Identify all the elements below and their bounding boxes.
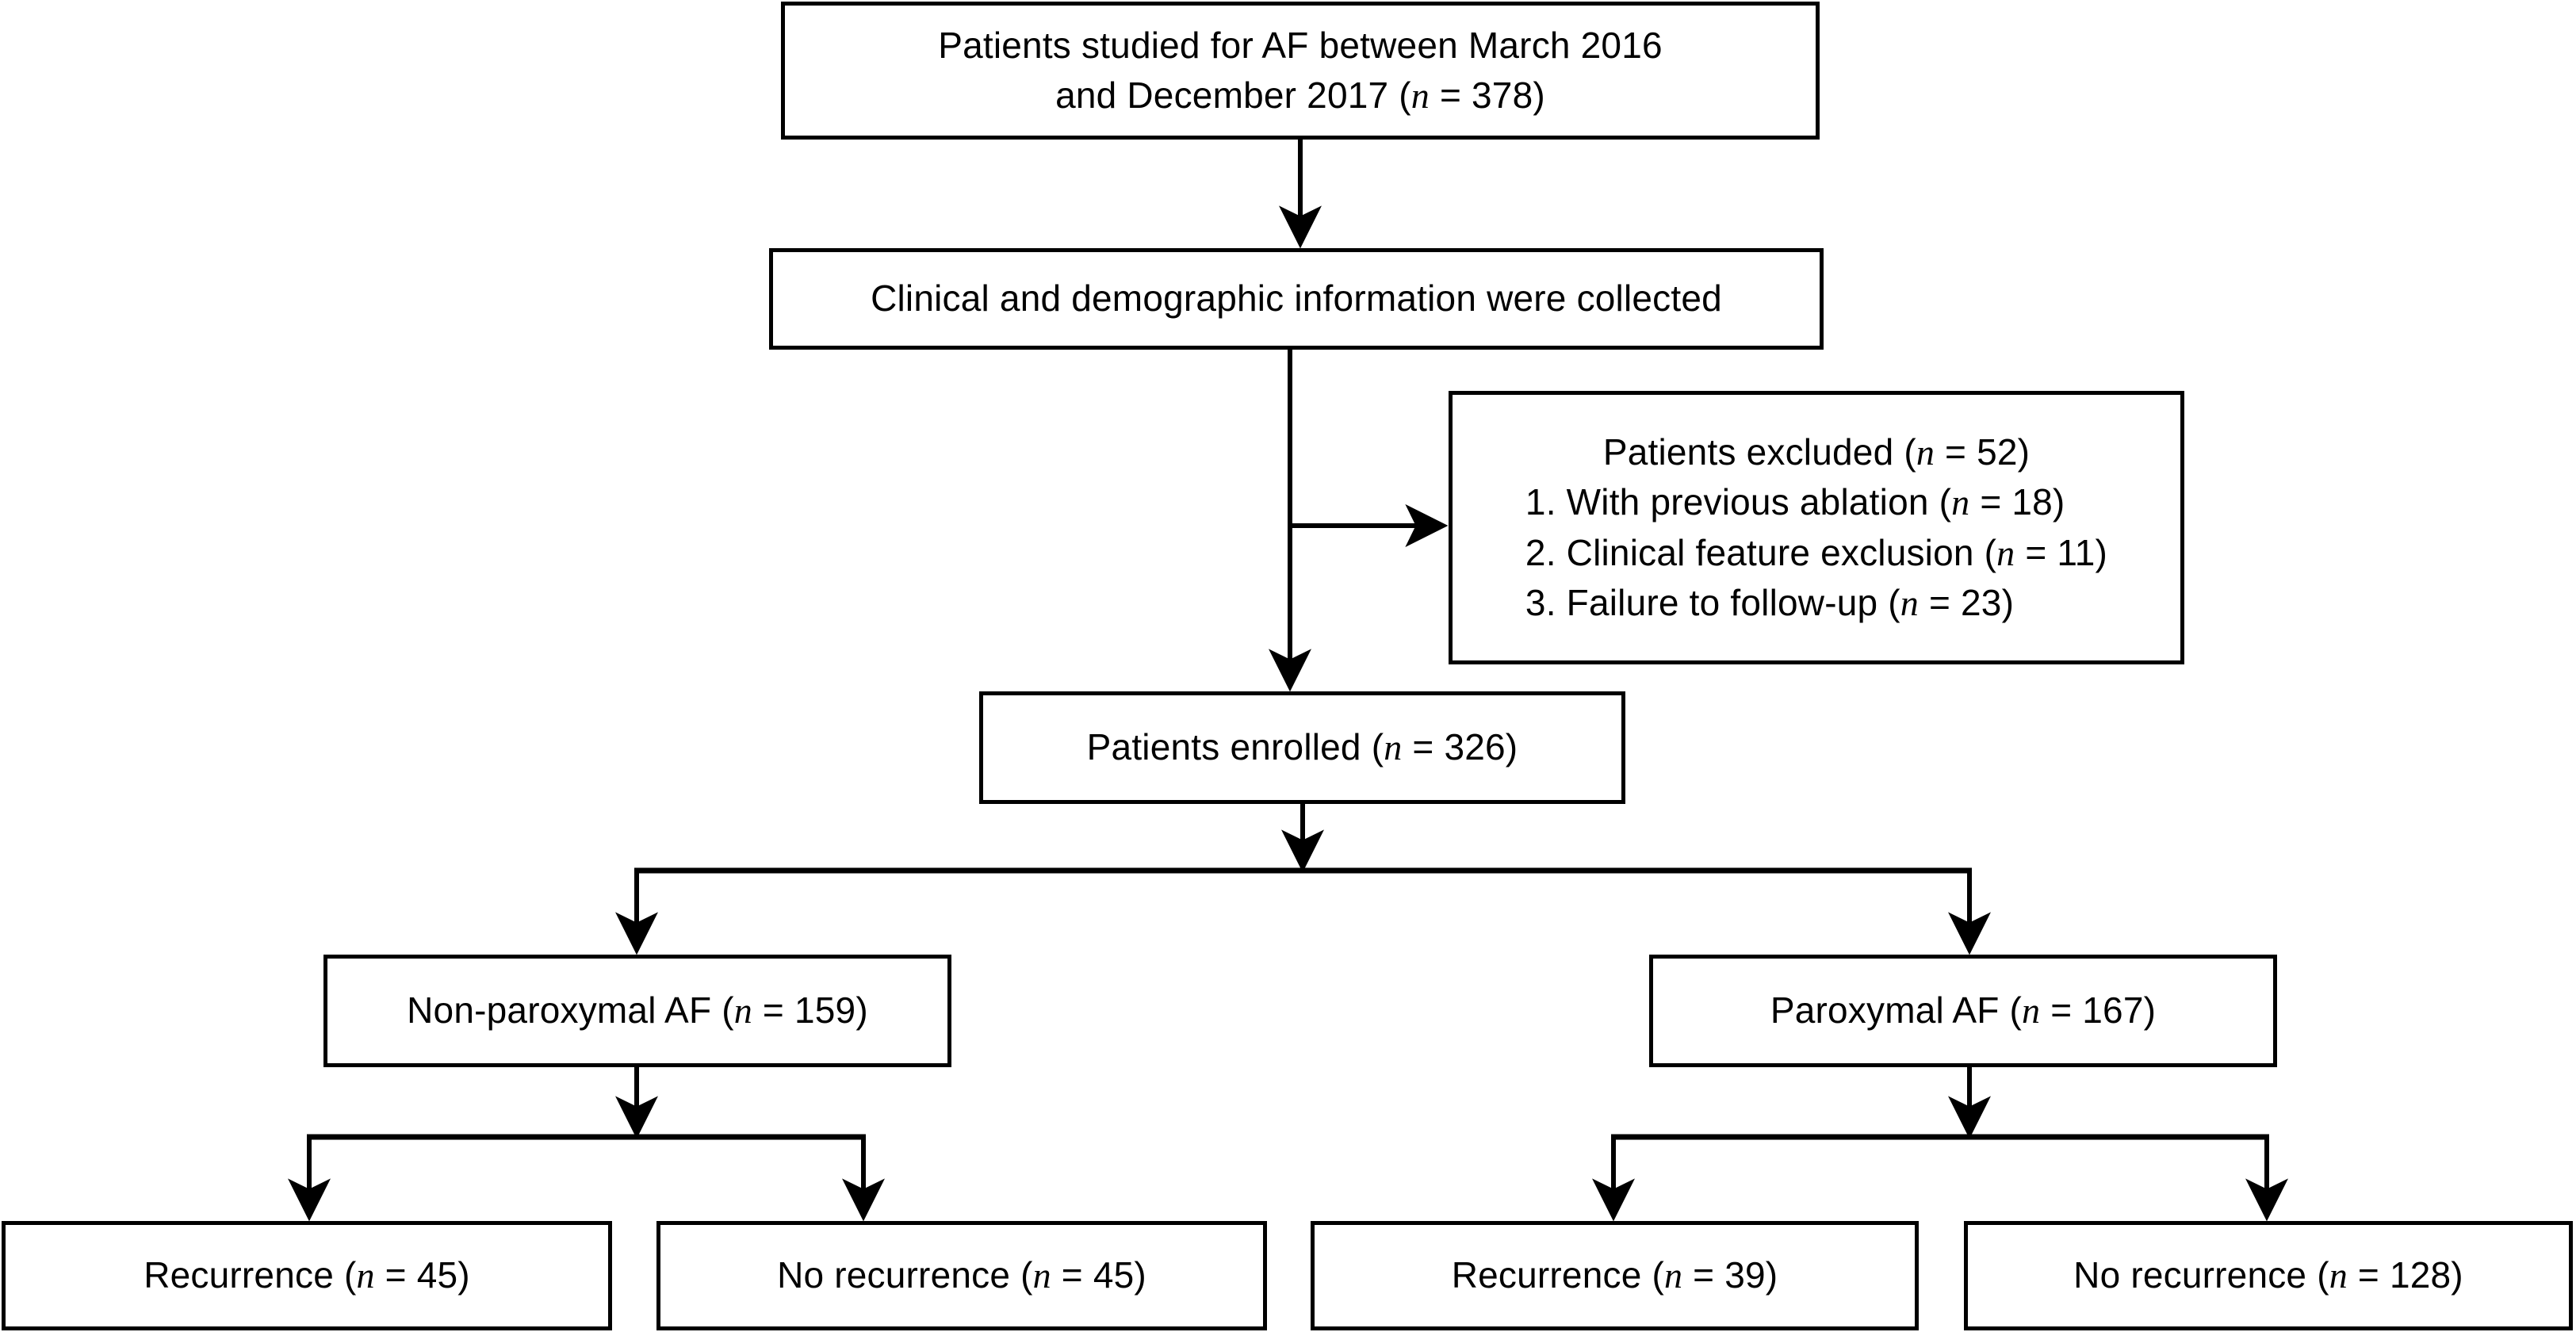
node-clinical-demographic[interactable]: Clinical and demographic information wer… <box>769 248 1824 350</box>
node-patients-studied-text: Patients studied for AF between March 20… <box>938 24 1663 116</box>
italic-n: n <box>1900 582 1919 623</box>
node-nonparoxymal-no-recurrence[interactable]: No recurrence (n = 45) <box>656 1221 1267 1330</box>
node-nonparoxymal-recurrence-text: Recurrence (n = 45) <box>144 1254 470 1296</box>
italic-n: n <box>356 1255 375 1296</box>
node-nonparoxymal-af[interactable]: Non-paroxymal AF (n = 159) <box>323 955 951 1067</box>
italic-n: n <box>1032 1255 1051 1296</box>
node-paroxymal-af-text: Paroxymal AF (n = 167) <box>1770 989 2157 1032</box>
node-patients-excluded[interactable]: Patients excluded (n = 52) 1. With previ… <box>1449 391 2184 664</box>
node-paroxymal-recurrence-text: Recurrence (n = 39) <box>1451 1254 1778 1296</box>
italic-n: n <box>1951 482 1970 523</box>
italic-n: n <box>2022 990 2041 1032</box>
italic-n: n <box>1996 532 2015 573</box>
node-paroxymal-recurrence[interactable]: Recurrence (n = 39) <box>1311 1221 1919 1330</box>
node-patients-enrolled-text: Patients enrolled (n = 326) <box>1086 726 1518 768</box>
node-patients-excluded-text: Patients excluded (n = 52) 1. With previ… <box>1505 427 2128 629</box>
node-nonparoxymal-recurrence[interactable]: Recurrence (n = 45) <box>2 1221 612 1330</box>
node-paroxymal-af[interactable]: Paroxymal AF (n = 167) <box>1649 955 2277 1067</box>
italic-n: n <box>1663 1255 1683 1296</box>
italic-n: n <box>1410 75 1430 116</box>
excluded-item-clinical-feature: 2. Clinical feature exclusion (n = 11) <box>1525 531 2108 573</box>
node-nonparoxymal-af-text: Non-paroxymal AF (n = 159) <box>407 989 868 1032</box>
excluded-item-failure-followup: 3. Failure to follow-up (n = 23) <box>1525 581 2015 623</box>
node-paroxymal-no-recurrence[interactable]: No recurrence (n = 128) <box>1964 1221 2573 1330</box>
node-nonparoxymal-no-recurrence-text: No recurrence (n = 45) <box>777 1254 1146 1296</box>
italic-n: n <box>2329 1255 2348 1296</box>
italic-n: n <box>1384 727 1403 768</box>
excluded-header: Patients excluded (n = 52) <box>1602 431 2031 473</box>
italic-n: n <box>733 990 752 1032</box>
node-clinical-demographic-text: Clinical and demographic information wer… <box>871 278 1722 320</box>
excluded-item-previous-ablation: 1. With previous ablation (n = 18) <box>1525 481 2065 523</box>
italic-n: n <box>1916 431 1935 473</box>
node-patients-enrolled[interactable]: Patients enrolled (n = 326) <box>979 691 1625 804</box>
node-patients-studied[interactable]: Patients studied for AF between March 20… <box>781 2 1820 140</box>
node-paroxymal-no-recurrence-text: No recurrence (n = 128) <box>2073 1254 2463 1296</box>
